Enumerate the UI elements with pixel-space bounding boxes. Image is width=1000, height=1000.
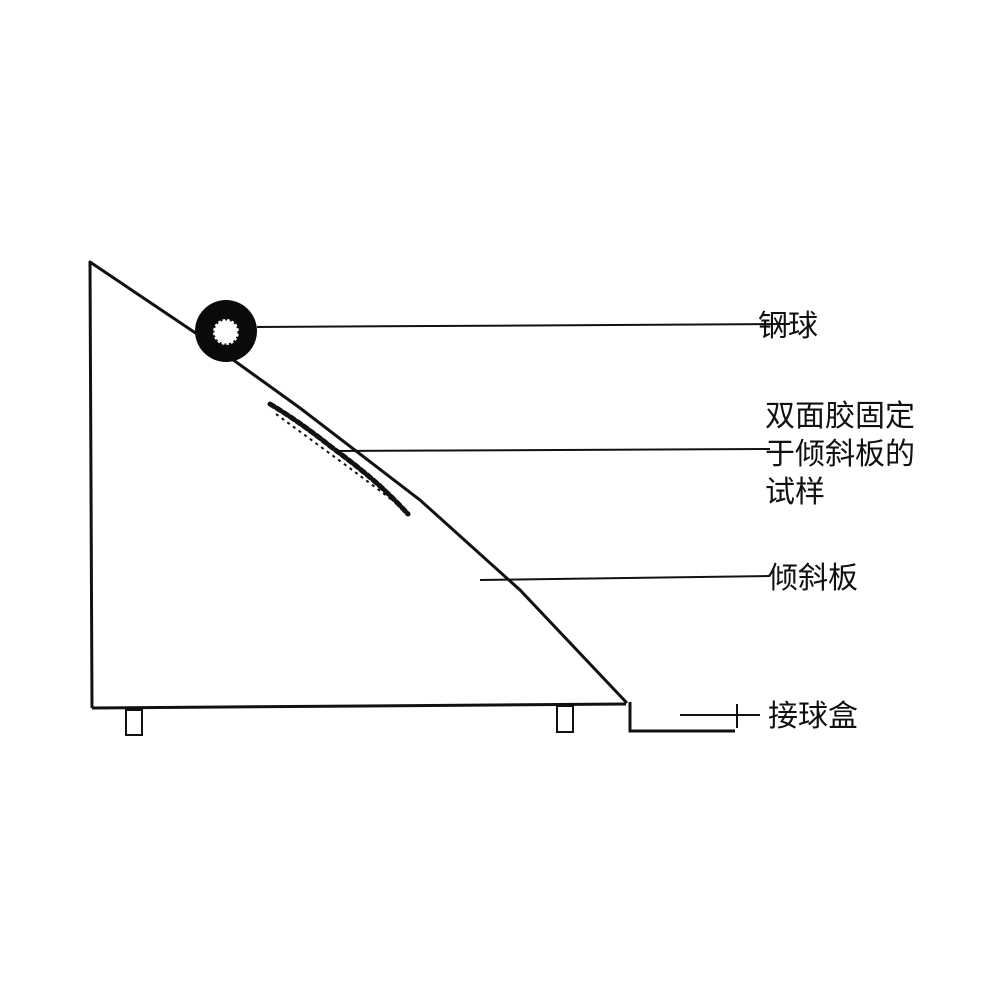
steel-ball [195,300,257,362]
leader-line-incline [479,575,771,581]
ramp-base-edge [91,702,627,710]
steel-ball-label: 钢球 [758,309,818,344]
catch-box-label: 接球盒 [768,699,858,734]
sample-label-line-3: 试样 [765,475,825,510]
support-foot-left [125,709,143,736]
tape-sample [267,401,411,517]
incline-plate [88,260,628,704]
leader-line-steel-ball [256,323,791,328]
sample-label: 双面胶固定 于倾斜板的 试样 [765,398,915,512]
sample-label-line-1: 双面胶固定 [765,399,915,434]
sample-label-line-2: 于倾斜板的 [765,437,915,472]
leader-lines [256,323,791,728]
leader-line-sample [334,448,771,452]
catch-box [628,702,735,733]
ramp [88,261,627,710]
support-foot-right [556,705,574,733]
ramp-vertical-edge [88,261,94,709]
incline-plate-label: 倾斜板 [768,561,858,596]
